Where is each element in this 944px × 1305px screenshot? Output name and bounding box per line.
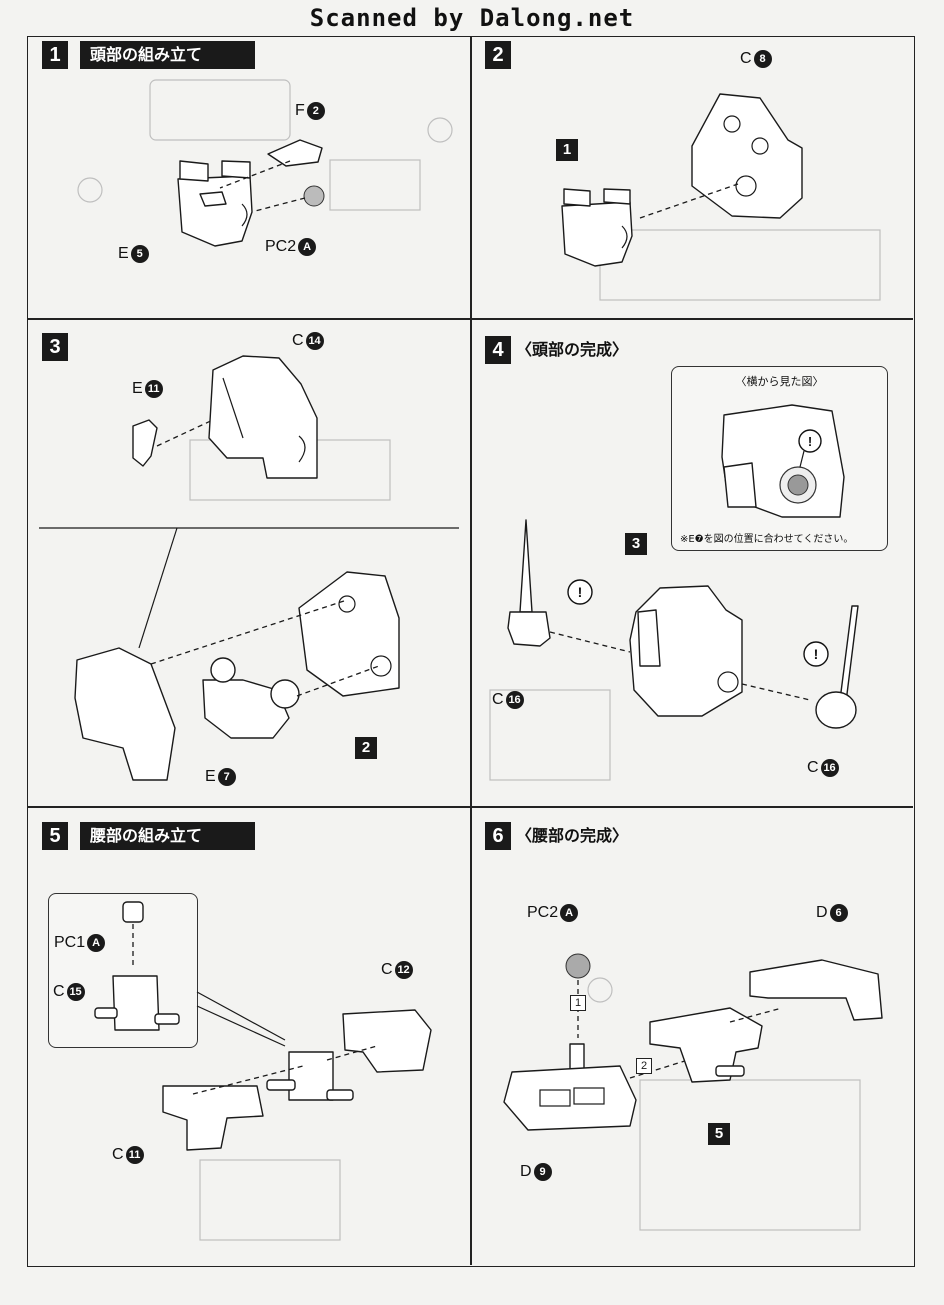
side-view-callout: 〈横から見た図〉 ! ※E❼を図の位置に合わせてください。 <box>671 366 888 551</box>
step-number: 6 <box>485 822 511 850</box>
ref-step-5-badge: 5 <box>708 1123 730 1145</box>
step-number: 1 <box>42 41 68 69</box>
step-title: 〈腰部の完成〉 <box>516 826 629 845</box>
step-number: 4 <box>485 336 511 364</box>
head-front-assembly-illustration <box>177 139 325 247</box>
side-view-illustration: ! <box>721 404 845 518</box>
caution-icon: ! <box>578 584 583 600</box>
head-attach-illustration <box>561 93 803 267</box>
caution-icon: ! <box>814 646 819 662</box>
step-number: 2 <box>485 41 511 69</box>
callout-note: ※E❼を図の位置に合わせてください。 <box>680 534 854 545</box>
caution-icon: ! <box>808 434 812 449</box>
order-badge-1: 1 <box>570 995 586 1011</box>
callout-title: 〈横から見た図〉 <box>735 375 824 388</box>
waist-completion-illustration <box>503 953 883 1131</box>
step-title: 腰部の組み立て <box>80 822 255 850</box>
head-with-antennas-illustration: ! ! <box>507 519 859 729</box>
step-number: 3 <box>42 333 68 361</box>
step-title: 〈頭部の完成〉 <box>516 340 629 359</box>
step-title: 頭部の組み立て <box>80 41 255 69</box>
ref-step-2-badge: 2 <box>355 737 377 759</box>
row-divider-2 <box>27 806 913 808</box>
step-number: 5 <box>42 822 68 850</box>
column-divider <box>470 36 472 1265</box>
scan-watermark: Scanned by Dalong.net <box>309 4 635 32</box>
face-and-helmet-illustration <box>39 355 459 781</box>
waist-joint-assembly-illustration <box>94 901 432 1151</box>
ref-step-1-badge: 1 <box>556 139 578 161</box>
order-badge-2: 2 <box>636 1058 652 1074</box>
ref-step-3-badge: 3 <box>625 533 647 555</box>
row-divider-1 <box>27 318 913 320</box>
